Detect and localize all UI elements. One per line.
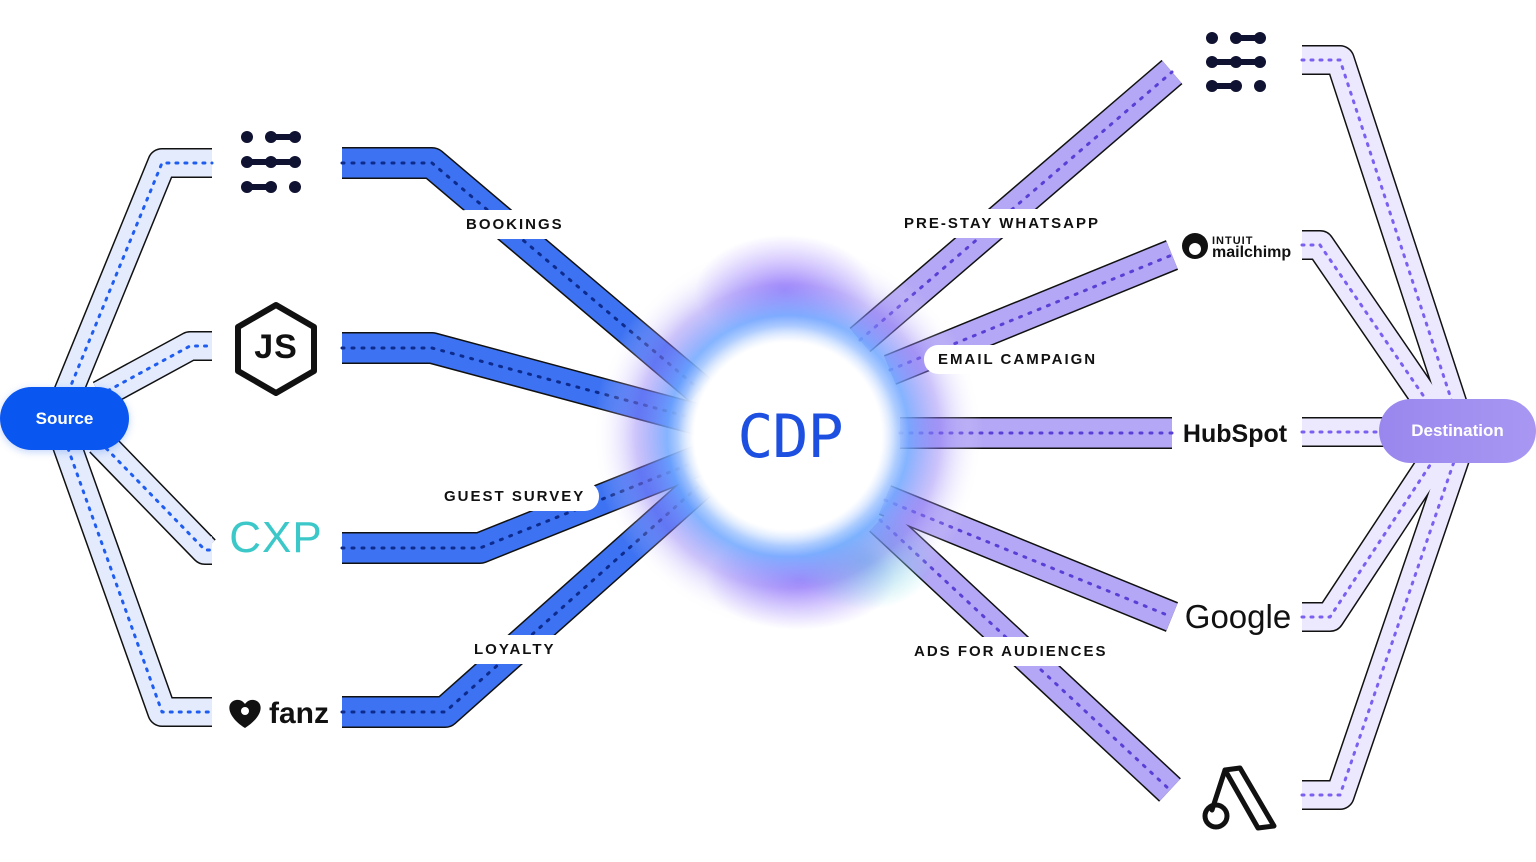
nodejs-icon <box>235 302 317 396</box>
mailchimp-intuit-text: INTUIT <box>1212 235 1254 247</box>
dots-grid-icon <box>241 131 301 193</box>
destination-pill[interactable]: Destination <box>1379 399 1536 463</box>
flow-label-bookings: BOOKINGS <box>452 210 578 239</box>
google-logo: Google <box>1184 598 1292 635</box>
nodejs-logo: JS <box>254 327 298 366</box>
mailchimp-icon <box>1182 233 1208 259</box>
flow-label-email-campaign: EMAIL CAMPAIGN <box>924 345 1112 374</box>
flow-label-ads-for-audiences: ADS FOR AUDIENCES <box>900 637 1122 666</box>
google-ads-icon <box>1202 765 1277 831</box>
source-connections <box>50 148 220 727</box>
flow-label-loyalty: LOYALTY <box>460 635 570 664</box>
source-pill[interactable]: Source <box>0 387 129 450</box>
flow-label-pre-stay-whatsapp: PRE-STAY WHATSAPP <box>890 209 1114 238</box>
dots-grid-icon <box>1206 32 1266 92</box>
fanz-heart-icon <box>229 699 261 728</box>
cdp-label: CDP <box>737 402 843 472</box>
hubspot-logo: HubSpot <box>1182 419 1288 448</box>
destination-connections <box>1300 45 1473 810</box>
flow-label-guest-survey: GUEST SURVEY <box>430 482 600 511</box>
cxp-logo: CXP <box>229 513 323 562</box>
mailchimp-wordmark: mailchimp <box>1212 244 1292 261</box>
mailchimp-logo: INTUIT mailchimp <box>1212 232 1302 262</box>
fanz-logo: fanz <box>269 697 329 730</box>
cdp-glow <box>593 235 983 631</box>
